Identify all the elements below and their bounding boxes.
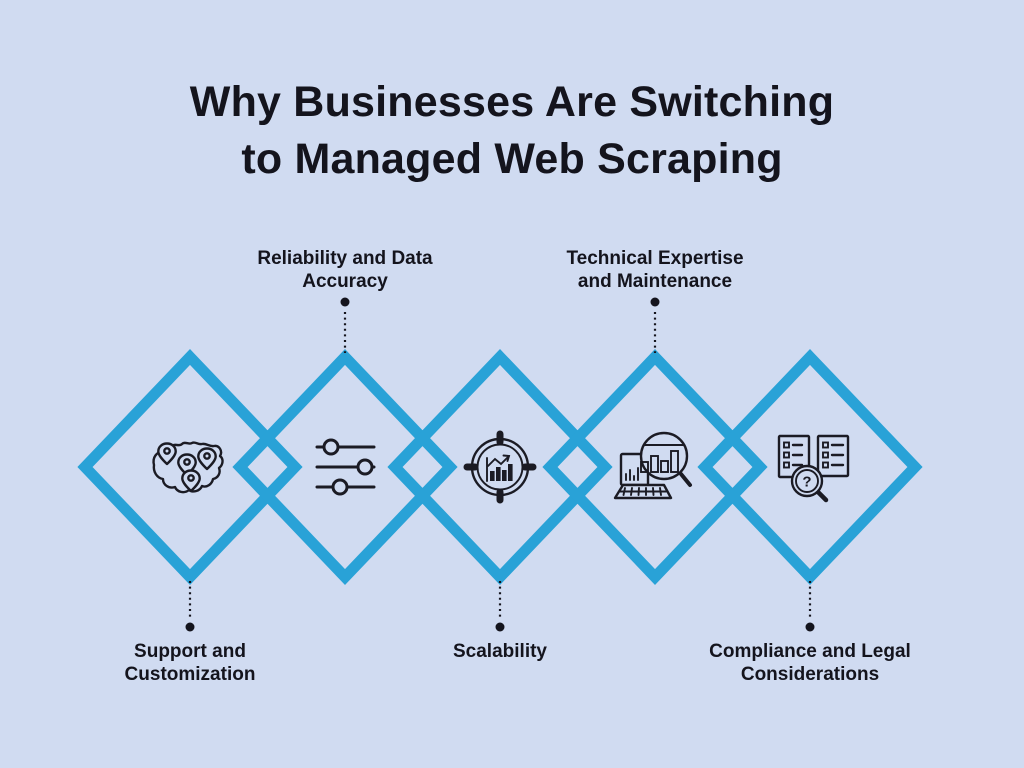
question-mark: ?	[802, 474, 811, 491]
map-pin	[157, 442, 177, 466]
target-chart-icon	[463, 430, 537, 504]
magnifier-handle	[679, 472, 692, 487]
connector-compliance	[805, 581, 815, 632]
diamond-5	[697, 349, 923, 585]
connector-scalability	[495, 581, 505, 632]
title-line-1: Why Businesses Are Switching	[189, 78, 835, 126]
label-technical-expertise-and-maintenance: Technical Expertise and Maintenance	[566, 248, 744, 292]
slider-knob	[331, 478, 349, 496]
magnifier-handle	[816, 490, 829, 503]
documents-search-icon: ?	[777, 434, 850, 503]
label-compliance-and-legal-considerations: Compliance and Legal Considerations	[709, 641, 911, 685]
diamond-3	[387, 349, 613, 585]
diamond-shapes	[77, 349, 923, 585]
page-title: Why Businesses Are Switching to Managed …	[0, 74, 1024, 188]
map-pins-icon	[152, 441, 224, 494]
diamond-2	[232, 349, 458, 585]
label-scalability: Scalability	[453, 641, 547, 662]
document-right	[816, 434, 850, 478]
label-connectors	[185, 297, 815, 632]
sliders-icon	[315, 438, 376, 496]
title-line-2: to Managed Web Scraping	[241, 135, 783, 183]
map-pin	[181, 469, 201, 493]
connector-support	[185, 581, 195, 632]
diamond-1	[77, 349, 303, 585]
label-reliability-and-data-accuracy: Reliability and Data Accuracy	[257, 248, 433, 292]
label-support-and-customization: Support and Customization	[124, 641, 256, 685]
diamond-4	[542, 349, 768, 585]
connector-reliability	[340, 297, 350, 353]
laptop-search-icon	[613, 431, 692, 500]
slider-knob	[322, 438, 340, 456]
map-pin	[197, 447, 217, 471]
connector-technical	[650, 297, 660, 353]
slider-knob	[356, 458, 374, 476]
